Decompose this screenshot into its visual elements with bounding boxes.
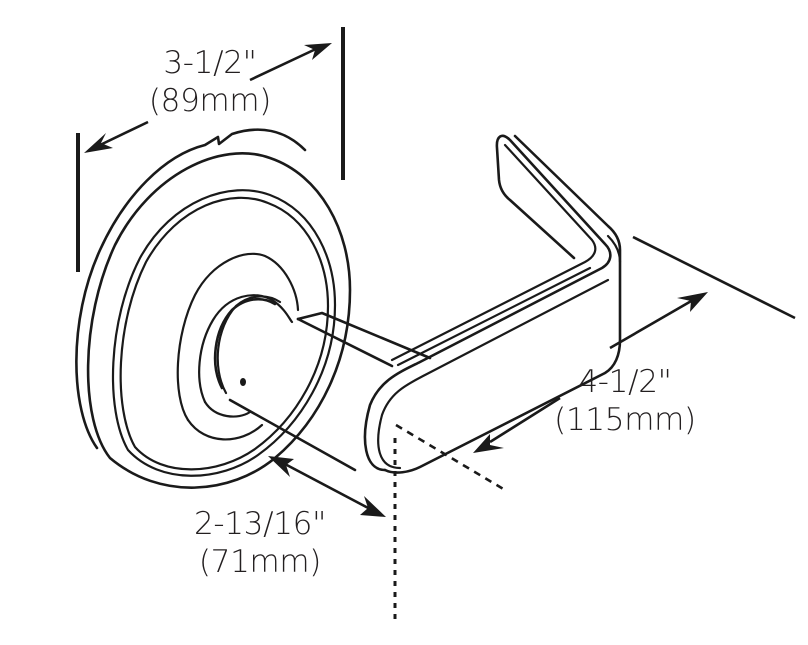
rose-plate [75,128,352,489]
lever-length-arrow-upper [609,292,708,350]
lever-length-arrow-lower [473,396,561,453]
projection-metric: (71mm) [198,544,322,580]
rose-diameter-metric: (89mm) [148,83,272,119]
projection-arrow [268,456,386,517]
lever-length-label: 4-1/2" (115mm) [545,363,705,439]
rose-diameter-imperial: 3-1/2" [163,45,257,81]
projection-imperial: 2-13/16" [193,506,327,542]
lever-length-imperial: 4-1/2" [578,364,672,400]
lever-neck [213,295,432,472]
rose-diameter-label: 3-1/2" (89mm) [130,44,290,120]
lever-length-metric: (115mm) [554,402,696,438]
lever-arm [363,134,622,474]
projection-label: 2-13/16" (71mm) [170,505,350,581]
rose-diameter-arrow-right [249,43,332,82]
lever-length-extension-line [632,235,796,320]
rose-diameter-arrow-left [84,120,149,153]
set-screw-hole [240,378,246,386]
lever-tip-centerline [395,423,506,492]
